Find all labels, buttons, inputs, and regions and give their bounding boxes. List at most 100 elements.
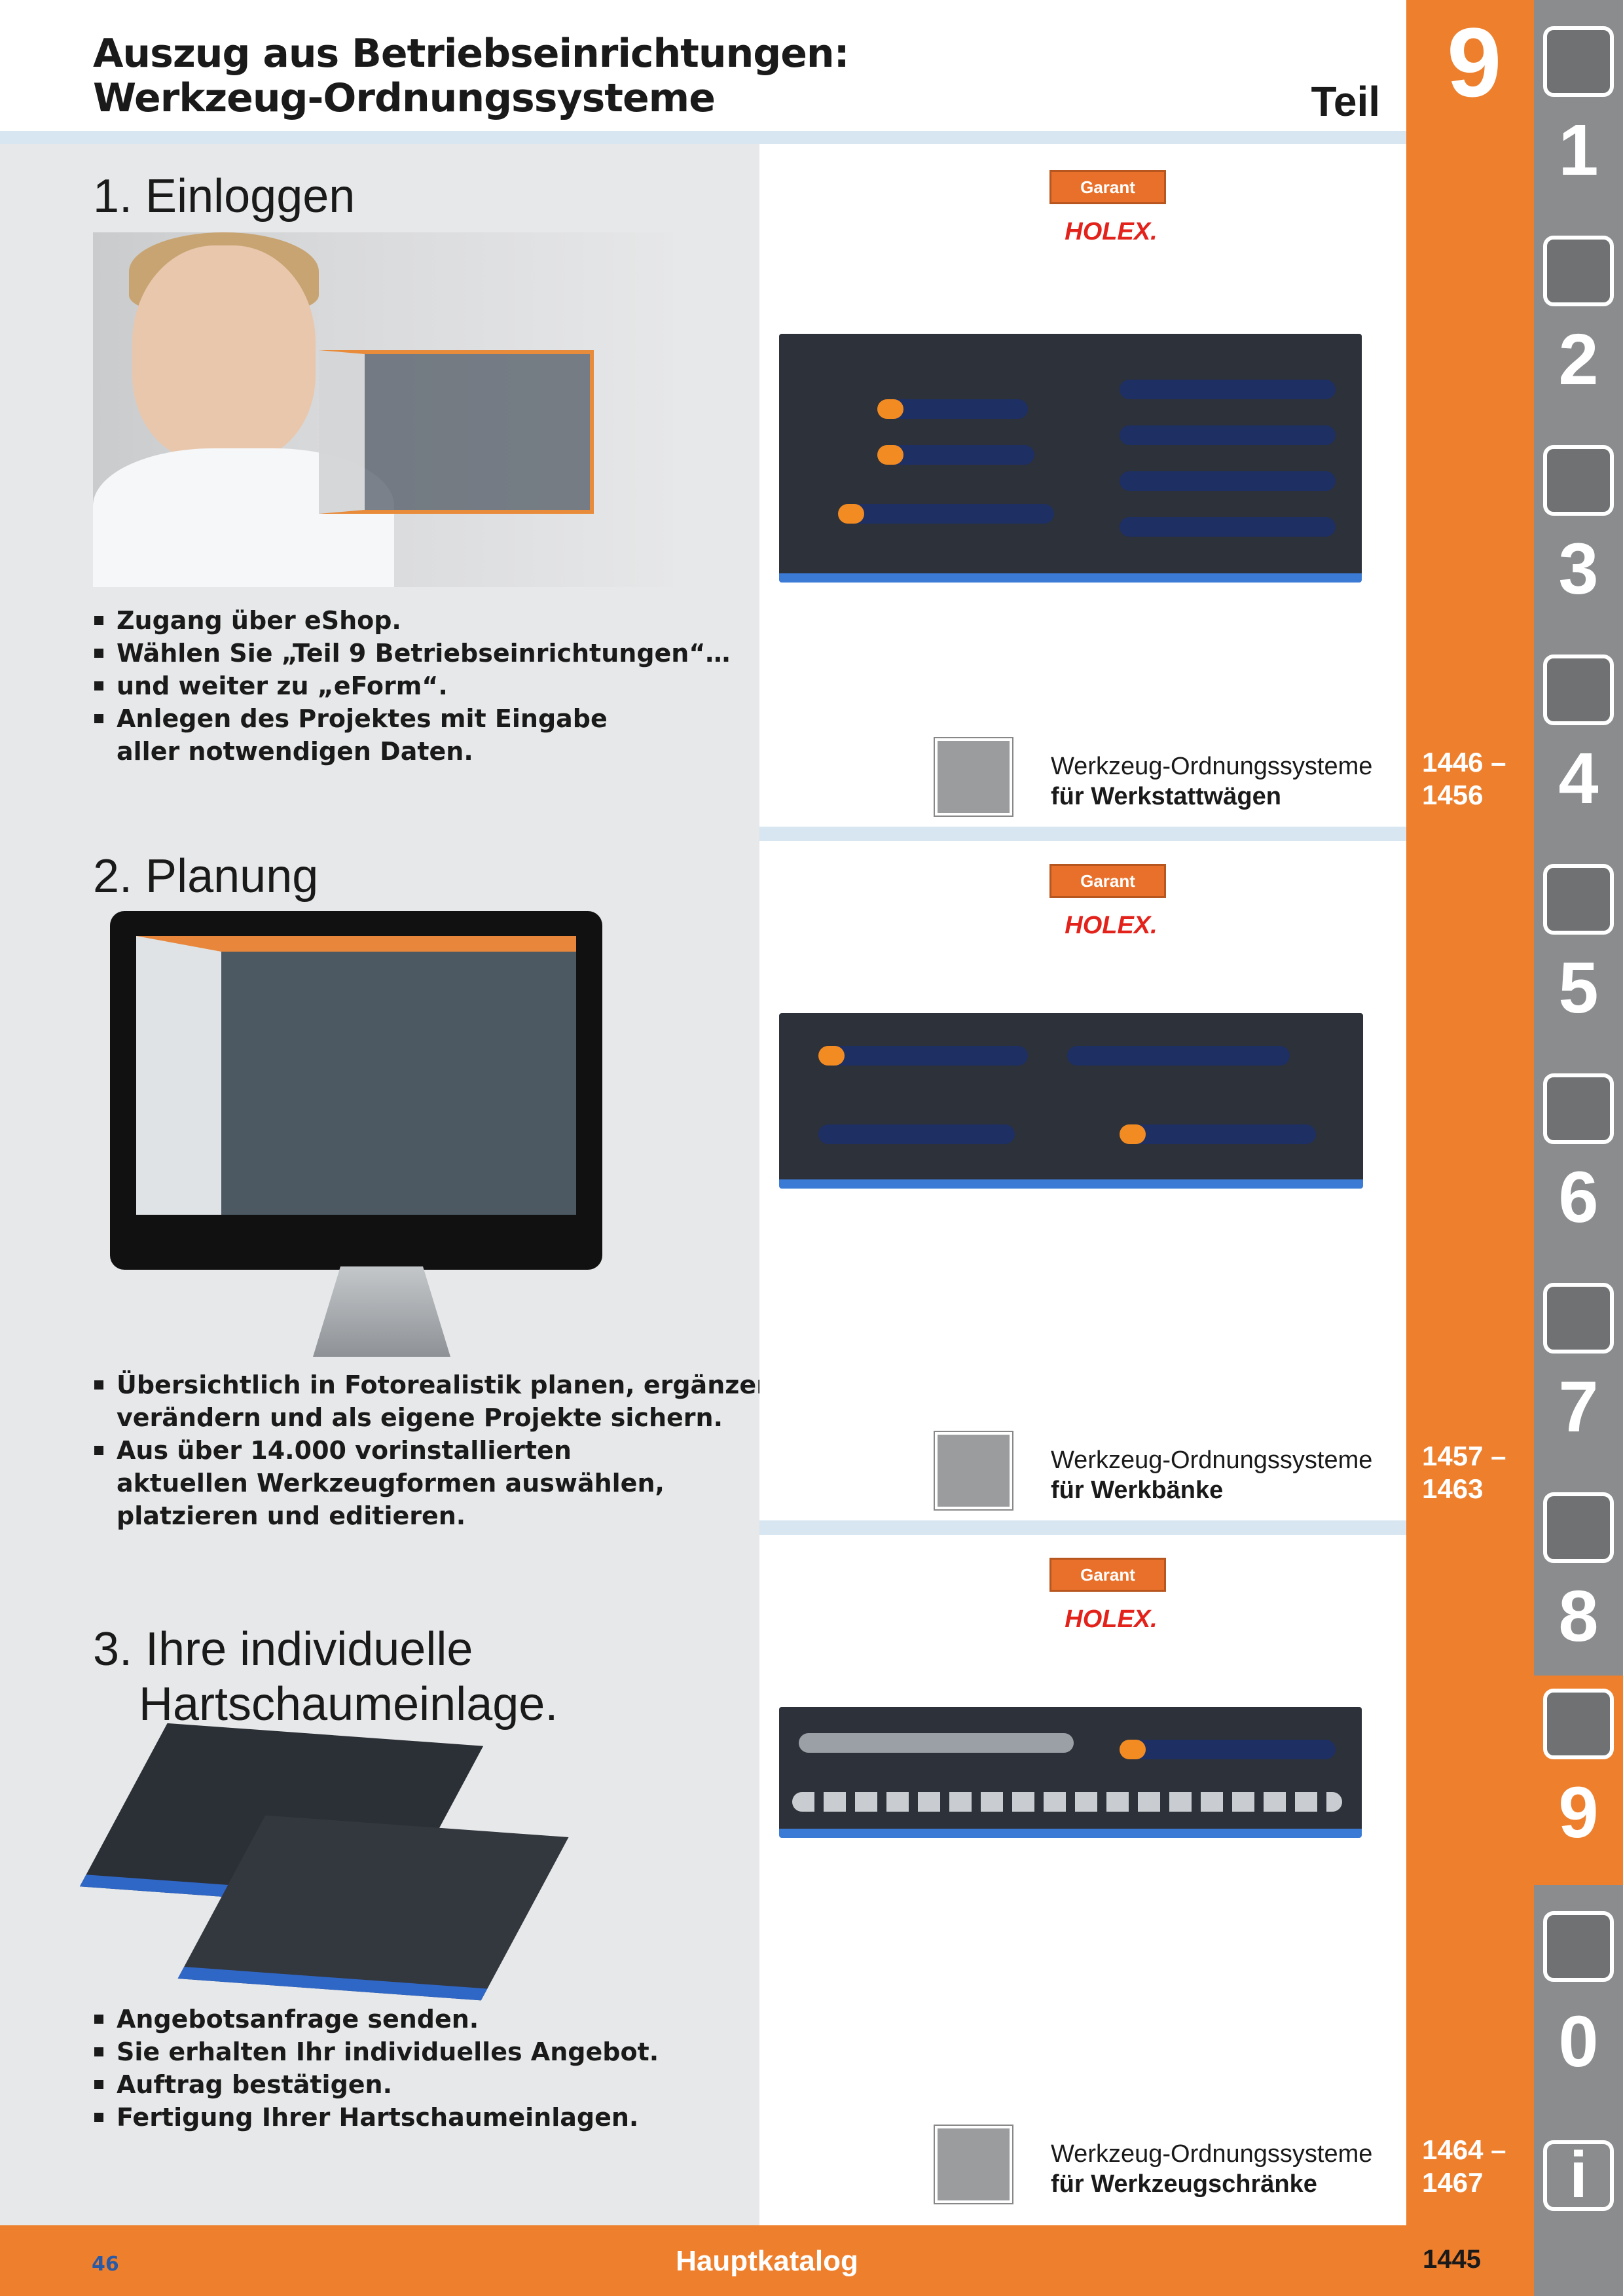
tool-socket-row (792, 1792, 1342, 1812)
section-divider (759, 1520, 1406, 1535)
tab-number: 3 (1558, 529, 1599, 609)
step-2-bullets: Übersichtlich in Fotorealistik planen, e… (93, 1369, 784, 1532)
footer-page-left: 46 (92, 2253, 119, 2276)
category-line-2: für Werkstattwägen (1051, 783, 1281, 810)
bullet-item: Sie erhalten Ihr individuelles Angebot. (93, 2036, 659, 2068)
category-label-3: Werkzeug-Ordnungssysteme für Werkzeugsch… (1051, 2139, 1372, 2199)
page-header: Auszug aus Betriebseinrichtungen: Werkze… (0, 0, 1406, 134)
page-range-start: 1464 – (1422, 2134, 1506, 2165)
bullet-item: Aus über 14.000 vorinstallierten aktuell… (93, 1434, 784, 1532)
tool-pliers (818, 1124, 1015, 1144)
step-3-bullets: Angebotsanfrage senden. Sie erhalten Ihr… (93, 2003, 659, 2134)
tab-number: 2 (1558, 319, 1599, 400)
tab-part-3[interactable]: 3 (1534, 432, 1623, 641)
wrench-icon (1543, 1073, 1614, 1144)
bullet-item: Auftrag bestätigen. (93, 2068, 659, 2101)
tab-info[interactable]: i (1534, 2114, 1623, 2225)
page-range-1: 1446 – 1456 (1422, 746, 1506, 812)
tool-screwdriver (1120, 517, 1336, 537)
bullet-item: Fertigung Ihrer Hartschaumeinlagen. (93, 2101, 659, 2134)
workbench-icon (934, 1431, 1013, 1511)
garant-logo: Garant (1049, 1558, 1166, 1592)
category-label-2: Werkzeug-Ordnungssysteme für Werkbänke (1051, 1445, 1372, 1505)
page-range-3: 1464 – 1467 (1422, 2134, 1506, 2199)
pliers-icon (1543, 1283, 1614, 1354)
step-1-bullets: Zugang über eShop. Wählen Sie „Teil 9 Be… (93, 604, 730, 768)
page-range-end: 1463 (1422, 1473, 1484, 1504)
bullet-item: Zugang über eShop. (93, 604, 730, 637)
tab-part-5[interactable]: 5 (1534, 851, 1623, 1060)
pliers-tray-image (779, 1013, 1363, 1189)
category-line-1: Werkzeug-Ordnungssysteme (1051, 2140, 1373, 2168)
holex-logo: HOLEX. (1065, 218, 1158, 245)
tab-part-9[interactable]: 9 (1534, 1676, 1623, 1885)
header-divider (0, 131, 1406, 144)
holex-logo: HOLEX. (1065, 1605, 1158, 1633)
step-3-heading-line-2: Hartschaumeinlage. (139, 1678, 558, 1731)
tool-pliers (1067, 1046, 1290, 1066)
bullet-item: Anlegen des Projektes mit Eingabe aller … (93, 702, 730, 768)
step-2-heading: 2. Planung (93, 850, 319, 903)
login-photo (93, 232, 673, 587)
drill-icon (1543, 26, 1614, 97)
step-3-heading: 3. Ihre individuelle Hartschaumeinlage. (93, 1622, 558, 1732)
tab-number: 8 (1558, 1576, 1599, 1657)
tab-part-8[interactable]: 8 (1534, 1479, 1623, 1689)
safety-glasses-icon (1543, 1911, 1614, 1982)
page-range-start: 1457 – (1422, 1441, 1506, 1471)
step-3-heading-line-1: 3. Ihre individuelle (93, 1623, 473, 1676)
tab-number: 5 (1558, 948, 1599, 1028)
photo-virtual-screen (319, 350, 594, 514)
info-glyph: i (1569, 2138, 1588, 2212)
tab-part-7[interactable]: 7 (1534, 1270, 1623, 1479)
page-range-2: 1457 – 1463 (1422, 1440, 1506, 1505)
tool-pliers (818, 1046, 1028, 1066)
tool-screwdriver (1120, 425, 1336, 445)
tool-screwdriver (838, 504, 1054, 524)
category-line-1: Werkzeug-Ordnungssysteme (1051, 1446, 1373, 1474)
footer-catalog-name: Hauptkatalog (676, 2245, 858, 2277)
socket-tray-image (779, 1707, 1362, 1838)
tool-screwdriver (1120, 471, 1336, 491)
info-icon: i (1543, 2138, 1614, 2212)
tool-extension-bar (799, 1733, 1074, 1753)
grinding-disc-icon (1543, 864, 1614, 935)
garant-logo: Garant (1049, 170, 1166, 204)
page-footer: 46 Hauptkatalog 1445 (0, 2225, 1534, 2296)
tool-screwdriver (1120, 380, 1336, 399)
tool-screwdriver (877, 399, 1028, 419)
tab-number: 4 (1558, 738, 1599, 819)
title-line-1: Auszug aus Betriebseinrichtungen: (93, 31, 850, 77)
section-color-bar (1406, 0, 1534, 2296)
step-1-heading: 1. Einloggen (93, 170, 356, 223)
tool-ratchet (1120, 1740, 1336, 1759)
tool-pliers (1120, 1124, 1316, 1144)
tool-screwdriver (877, 445, 1034, 465)
tab-part-0[interactable]: 0 (1534, 1898, 1623, 2108)
garant-logo: Garant (1049, 864, 1166, 898)
tab-part-4[interactable]: 4 (1534, 641, 1623, 851)
tab-part-1[interactable]: 1 (1534, 13, 1623, 223)
tab-part-2[interactable]: 2 (1534, 223, 1623, 432)
category-label-1: Werkzeug-Ordnungssysteme für Werkstattwä… (1051, 751, 1372, 812)
tab-number: 1 (1558, 110, 1599, 190)
power-tools-icon (1543, 1492, 1614, 1563)
insert-icon (1543, 236, 1614, 306)
bullet-item: Wählen Sie „Teil 9 Betriebseinrichtungen… (93, 637, 730, 670)
cabinet-icon (1543, 1689, 1614, 1759)
tab-part-6[interactable]: 6 (1534, 1060, 1623, 1270)
chuck-icon (1543, 445, 1614, 516)
holex-logo: HOLEX. (1065, 912, 1158, 939)
footer-page-number: 1445 (1423, 2245, 1481, 2274)
workshop-trolley-icon (934, 737, 1013, 817)
category-line-2: für Werkbänke (1051, 1477, 1224, 1504)
page-range-start: 1446 – (1422, 747, 1506, 778)
tool-cabinet-icon (934, 2125, 1013, 2204)
category-line-1: Werkzeug-Ordnungssysteme (1051, 753, 1373, 780)
bullet-item: Angebotsanfrage senden. (93, 2003, 659, 2036)
monitor-screen (136, 936, 576, 1215)
monitor-stand (313, 1266, 450, 1357)
category-line-2: für Werkzeugschränke (1051, 2170, 1317, 2198)
bullet-item: und weiter zu „eForm“. (93, 670, 730, 702)
